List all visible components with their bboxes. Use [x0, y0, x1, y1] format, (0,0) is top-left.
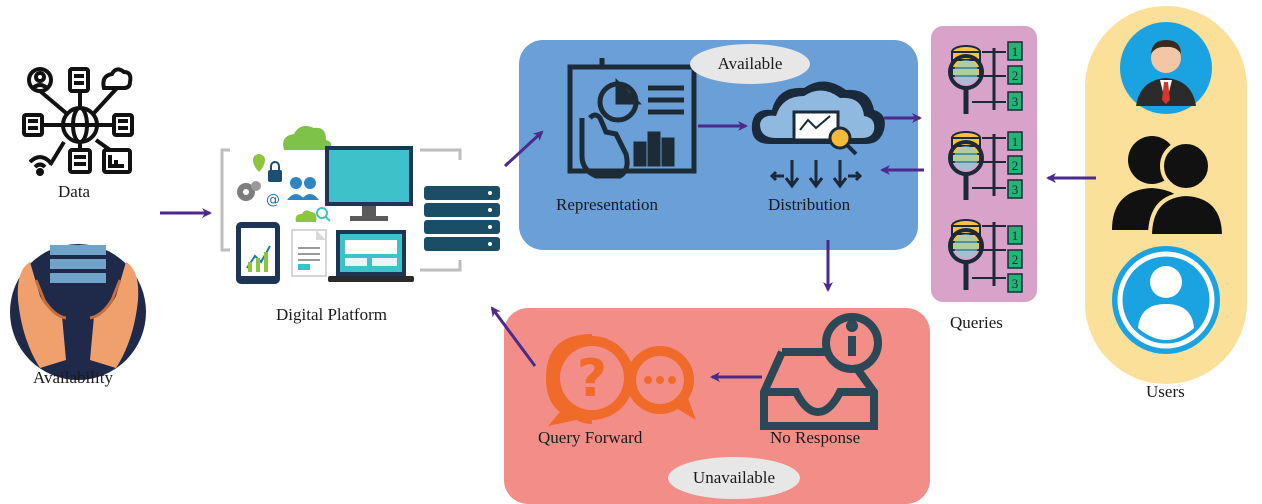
query2-num2: 2 [1012, 158, 1019, 173]
hands-holding-server-icon [10, 244, 146, 380]
digital-platform-label: Digital Platform [276, 305, 387, 324]
query1-num2: 2 [1012, 68, 1019, 83]
query2-num3: 3 [1012, 182, 1019, 197]
inbox-info-icon [760, 313, 882, 430]
database-search-icon-3: 1 2 3 [948, 219, 1023, 293]
available-badge: Available [690, 44, 810, 84]
database-search-icon-1: 1 2 3 [948, 41, 1023, 114]
data-label: Data [58, 182, 91, 201]
no-response-label: No Response [770, 428, 861, 447]
query2-num1: 1 [1012, 134, 1019, 149]
query-forward-label: Query Forward [538, 428, 643, 447]
availability-label: Availability [33, 368, 113, 387]
arrow-queryforward-to-platform [490, 306, 537, 367]
query3-num1: 1 [1012, 228, 1019, 243]
query3-num2: 2 [1012, 252, 1019, 267]
at-sign: @ [266, 192, 280, 208]
users-label: Users [1146, 382, 1185, 401]
database-search-icon-2: 1 2 3 [948, 131, 1023, 200]
representation-label: Representation [556, 195, 658, 214]
arrow-platform-to-representation [503, 130, 544, 168]
digital-platform-devices-icon: @ [220, 126, 462, 284]
distribution-label: Distribution [768, 195, 851, 214]
query3-num3: 3 [1012, 276, 1019, 291]
arrows [160, 113, 1096, 382]
data-network-icon [22, 67, 134, 176]
queries-label: Queries [950, 313, 1003, 332]
businessman-avatar-icon [1120, 22, 1212, 114]
presentation-board-icon [567, 58, 697, 179]
cloud-distribution-icon [751, 81, 885, 189]
question-mark-glyph: ? [577, 349, 607, 409]
user-group-icon [1112, 136, 1227, 238]
query1-num1: 1 [1012, 44, 1019, 59]
user-circle-icon [1112, 246, 1220, 354]
query1-num3: 3 [1012, 94, 1019, 109]
server-stack-icon [424, 186, 500, 251]
unavailable-badge: Unavailable [668, 457, 800, 499]
speech-bubbles-question-icon: ? [546, 334, 696, 426]
